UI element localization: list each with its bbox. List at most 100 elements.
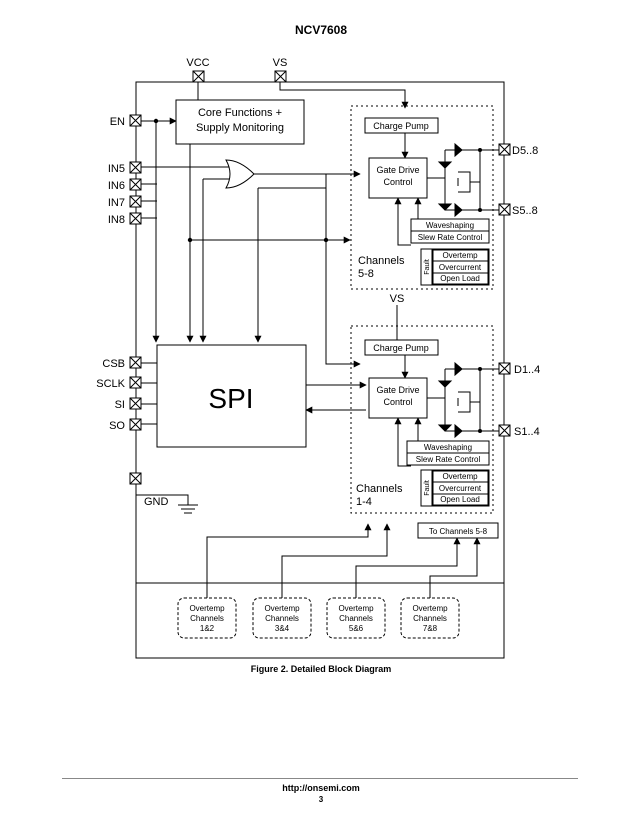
slew-rate-5-8-label: Slew Rate Control xyxy=(418,233,483,242)
overcurrent-1-4-label: Overcurrent xyxy=(439,484,482,493)
ground-symbol xyxy=(136,494,198,514)
page-header: NCV7608 xyxy=(294,23,348,37)
footer-divider xyxy=(62,778,578,779)
channels-1-4-label-2: 1-4 xyxy=(356,496,372,508)
node-dot xyxy=(478,208,482,212)
overtemp-block-line1: Overtemp xyxy=(338,604,374,613)
open-load-1-4-label: Open Load xyxy=(440,495,480,504)
figure-caption: Figure 2. Detailed Block Diagram xyxy=(250,664,392,674)
overtemp-block-line1: Overtemp xyxy=(412,604,448,613)
overtemp-block-line1: Overtemp xyxy=(264,604,300,613)
pin-label-si: SI xyxy=(115,399,125,411)
open-load-row xyxy=(432,493,489,506)
charge-pump-5-8-label: Charge Pump xyxy=(373,121,429,131)
spi-label: SPI xyxy=(208,383,253,414)
gate-drive-1-4-label-1: Gate Drive xyxy=(376,385,419,395)
overtemp-block: Overtemp Channels 5&6 xyxy=(326,597,386,639)
pin-box-d58 xyxy=(498,143,511,156)
waveshaping-5-8-label: Waveshaping xyxy=(426,221,474,230)
waveshaping-1-4-label: Waveshaping xyxy=(424,443,472,452)
pin-label-in5: IN5 xyxy=(108,163,125,175)
pin-box-d14 xyxy=(498,362,511,375)
overtemp-block-line3: 7&8 xyxy=(423,624,438,633)
pin-box-in7 xyxy=(129,195,142,208)
pin-label-in6: IN6 xyxy=(108,180,125,192)
pin-box-csb xyxy=(129,356,142,369)
channels-1-4-region xyxy=(350,325,494,514)
pin-label-sclk: SCLK xyxy=(96,378,125,390)
core-functions-label-2: Supply Monitoring xyxy=(196,122,284,134)
overcurrent-5-8-label: Overcurrent xyxy=(439,263,482,272)
open-load-row xyxy=(432,272,489,285)
pin-label-gnd: GND xyxy=(144,496,169,508)
overtemp-block-line2: Channels xyxy=(339,614,373,623)
overtemp-block-line2: Channels xyxy=(190,614,224,623)
pin-box-en xyxy=(129,114,142,127)
gate-drive-5-8-label-2: Control xyxy=(383,177,412,187)
fault-5-8-label: Fault xyxy=(424,259,431,275)
pin-label-vcc: VCC xyxy=(186,57,209,69)
pin-box-so xyxy=(129,418,142,431)
pin-label-en: EN xyxy=(110,116,125,128)
diode-symbols-1-4 xyxy=(437,361,463,439)
pin-label-s14: S1..4 xyxy=(514,426,540,438)
node-dot xyxy=(478,367,482,371)
pin-box-s14 xyxy=(498,424,511,437)
pin-box-vcc xyxy=(192,70,205,83)
overtemp-block-line2: Channels xyxy=(265,614,299,623)
channels-1-4-label-1: Channels xyxy=(356,483,403,495)
pin-box-vs xyxy=(274,70,287,83)
gate-drive-5-8-label-1: Gate Drive xyxy=(376,165,419,175)
overtemp-5-8-label: Overtemp xyxy=(442,251,478,260)
channels-5-8-label-2: 5-8 xyxy=(358,268,374,280)
pin-box-in6 xyxy=(129,178,142,191)
open-load-5-8-label: Open Load xyxy=(440,274,480,283)
overtemp-block-line3: 5&6 xyxy=(349,624,364,633)
overtemp-1-4-label: Overtemp xyxy=(442,472,478,481)
gate-drive-1-4-label-2: Control xyxy=(383,397,412,407)
pin-label-in8: IN8 xyxy=(108,214,125,226)
pin-label-so: SO xyxy=(109,420,125,432)
or-gate xyxy=(225,159,255,189)
footer-url[interactable]: http://onsemi.com xyxy=(282,783,360,793)
diode-symbols-5-8 xyxy=(437,142,463,218)
channels-5-8-label-1: Channels xyxy=(358,255,405,267)
pin-label-csb: CSB xyxy=(102,358,125,370)
overtemp-block: Overtemp Channels 3&4 xyxy=(252,597,312,639)
gate-drive-5-8 xyxy=(368,157,428,199)
overtemp-block-line3: 1&2 xyxy=(200,624,215,633)
junction-dots xyxy=(153,118,329,243)
overtemp-wires xyxy=(206,523,481,598)
spi-block xyxy=(156,344,307,448)
page-number: 3 xyxy=(318,795,324,804)
overtemp-block: Overtemp Channels 7&8 xyxy=(400,597,460,639)
node-dot xyxy=(478,429,482,433)
pin-label-d14: D1..4 xyxy=(514,364,540,376)
pin-box-in8 xyxy=(129,212,142,225)
overtemp-block-line2: Channels xyxy=(413,614,447,623)
slew-rate-5-8 xyxy=(410,230,490,244)
charge-pump-5-8 xyxy=(364,117,439,134)
core-functions-label-1: Core Functions + xyxy=(198,107,282,119)
overtemp-block-line3: 3&4 xyxy=(275,624,290,633)
slew-rate-1-4-label: Slew Rate Control xyxy=(416,455,481,464)
fault-1-4-label: Fault xyxy=(424,480,431,496)
pin-box-in5 xyxy=(129,161,142,174)
overtemp-block-line1: Overtemp xyxy=(189,604,225,613)
pin-label-s58: S5..8 xyxy=(512,205,538,217)
node-dot xyxy=(478,148,482,152)
pin-label-d58: D5..8 xyxy=(512,145,538,157)
pin-label-in7: IN7 xyxy=(108,197,125,209)
to-channels-label: To Channels 5-8 xyxy=(429,527,488,536)
vs-internal-label: VS xyxy=(390,293,405,305)
core-functions-block xyxy=(175,99,305,145)
wires xyxy=(135,82,409,495)
pin-box-sclk xyxy=(129,376,142,389)
pin-box-s58 xyxy=(498,203,511,216)
charge-pump-1-4-label: Charge Pump xyxy=(373,343,429,353)
channels-5-8-region xyxy=(350,105,494,290)
pin-box-si xyxy=(129,397,142,410)
charge-pump-1-4 xyxy=(364,339,439,356)
slew-rate-1-4 xyxy=(406,452,490,466)
